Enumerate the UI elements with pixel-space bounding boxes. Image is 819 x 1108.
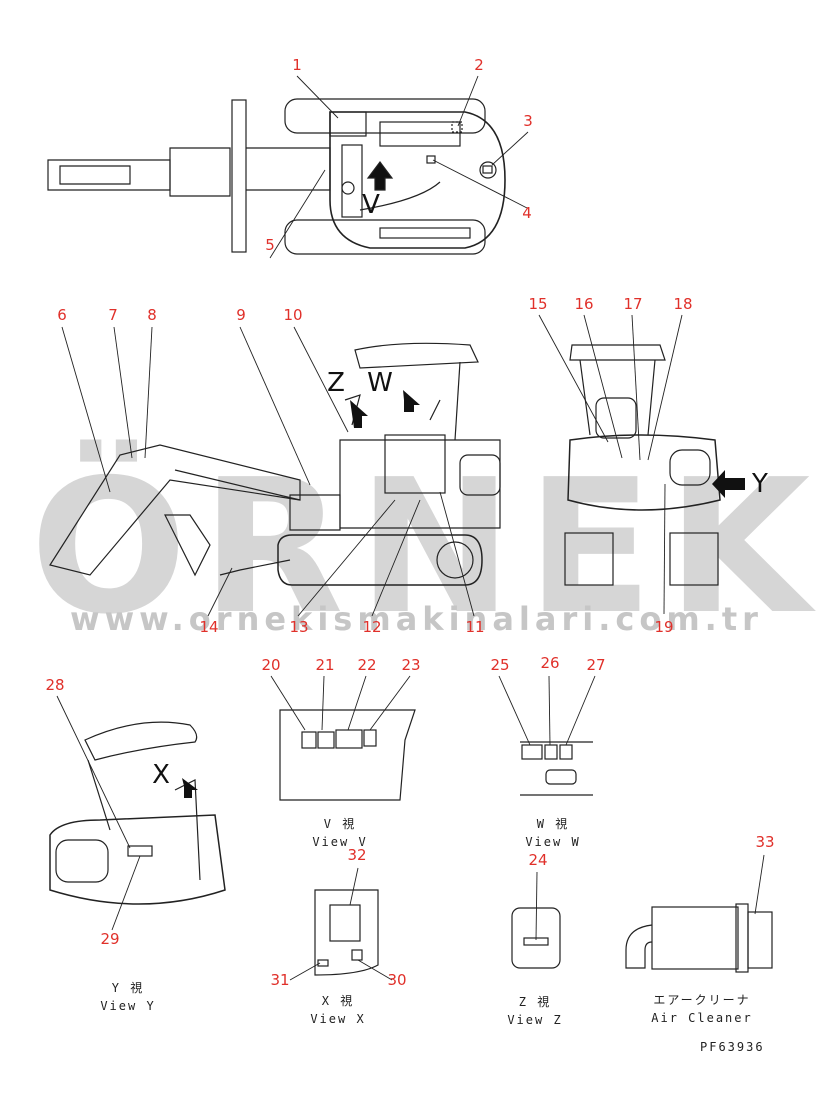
callout-6: 6 [57, 306, 67, 324]
callout-2: 2 [474, 56, 484, 74]
callout-33: 33 [755, 833, 775, 851]
callout-29: 29 [100, 930, 120, 948]
view-v-detail [279, 709, 416, 801]
callout-25: 25 [490, 656, 510, 674]
callout-28: 28 [45, 676, 65, 694]
callout-26: 26 [540, 654, 560, 672]
view-w-en: View W [525, 835, 581, 849]
view-y-jp: Y 視 [111, 981, 145, 995]
view-v-en: View V [312, 835, 368, 849]
callout-15: 15 [528, 295, 548, 313]
callout-17: 17 [623, 295, 643, 313]
letter-w: W [367, 368, 393, 398]
callout-27: 27 [586, 656, 606, 674]
callout-7: 7 [108, 306, 118, 324]
callout-3: 3 [523, 112, 533, 130]
top-view-excavator [47, 98, 506, 255]
view-x-detail [314, 889, 379, 976]
view-v-jp: V 視 [323, 817, 357, 831]
view-w-jp: W 視 [536, 817, 570, 831]
view-z-en: View Z [507, 1013, 563, 1027]
letter-x: X [152, 760, 170, 790]
callout-19: 19 [654, 618, 674, 636]
view-x-jp: X 視 [321, 994, 355, 1008]
view-w-detail [520, 741, 593, 796]
callout-23: 23 [401, 656, 421, 674]
callout-13: 13 [289, 618, 309, 636]
callout-12: 12 [362, 618, 382, 636]
rear-view-excavator [564, 344, 745, 586]
callout-18: 18 [673, 295, 693, 313]
view-z-caption: Z 視 View Z [507, 993, 562, 1029]
letter-z: Z [327, 368, 345, 398]
view-x-en: View X [310, 1012, 366, 1026]
callout-21: 21 [315, 656, 335, 674]
view-w-caption: W 視 View W [525, 815, 580, 851]
air-cleaner-en: Air Cleaner [651, 1011, 753, 1025]
callout-10: 10 [283, 306, 303, 324]
callout-8: 8 [147, 306, 157, 324]
callout-24: 24 [528, 851, 548, 869]
view-y-en: View Y [100, 999, 156, 1013]
view-y-caption: Y 視 View Y [100, 979, 155, 1015]
view-x-caption: X 視 View X [310, 992, 365, 1028]
air-cleaner-caption: エアークリーナ Air Cleaner [651, 991, 752, 1027]
letter-y: Y [752, 469, 768, 499]
callout-31: 31 [270, 971, 290, 989]
watermark-url: www.ornekismakinalari.com.tr [70, 600, 763, 638]
callout-20: 20 [261, 656, 281, 674]
callout-14: 14 [199, 618, 219, 636]
view-v-caption: V 視 View V [312, 815, 367, 851]
view-z-jp: Z 視 [518, 995, 552, 1009]
letter-v: V [362, 190, 380, 220]
view-y-excavator [49, 721, 226, 905]
callout-4: 4 [522, 204, 532, 222]
callout-11: 11 [465, 618, 485, 636]
callout-5: 5 [265, 236, 275, 254]
side-view-excavator [49, 342, 501, 586]
callout-30: 30 [387, 971, 407, 989]
drawing-code: PF63936 [700, 1040, 765, 1054]
callout-16: 16 [574, 295, 594, 313]
air-cleaner-drawing [625, 903, 773, 973]
air-cleaner-jp: エアークリーナ [653, 993, 751, 1007]
callout-32: 32 [347, 846, 367, 864]
callout-1: 1 [292, 56, 302, 74]
callout-9: 9 [236, 306, 246, 324]
callout-22: 22 [357, 656, 377, 674]
leader-lines [56, 75, 765, 981]
